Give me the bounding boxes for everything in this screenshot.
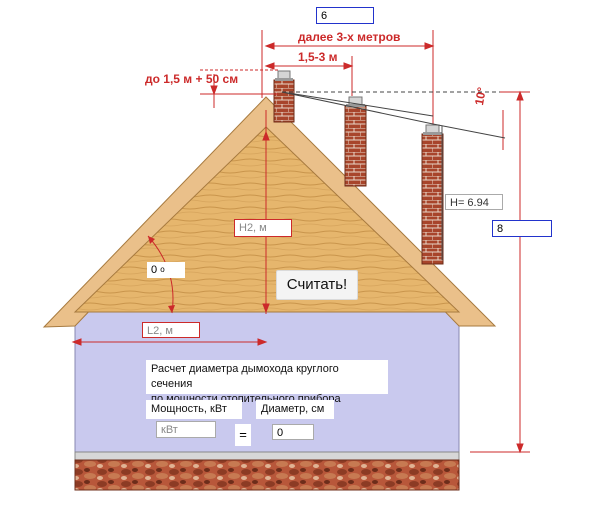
- calc-title-line1: Расчет диаметра дымохода круглого сечени…: [151, 363, 339, 390]
- chimney-1: [273, 70, 295, 123]
- angle-input[interactable]: 0 о: [147, 262, 185, 278]
- chimney-3: [421, 124, 444, 265]
- calculate-button[interactable]: Считать!: [276, 270, 358, 300]
- chimney-2: [344, 96, 367, 187]
- calc-title: Расчет диаметра дымохода круглого сечени…: [146, 360, 388, 405]
- l2-input[interactable]: L2, м: [142, 322, 200, 338]
- slope-lines: [281, 91, 506, 139]
- diameter-output[interactable]: 0: [272, 424, 314, 440]
- up-to-1-5m-label: до 1,5 м + 50 см: [145, 72, 239, 86]
- dimension-lines: [71, 30, 530, 454]
- stone-base: [74, 459, 460, 491]
- further-than-3m-label: далее 3-х метров: [298, 30, 401, 44]
- range-1-5-3m-label: 1,5-3 м: [298, 50, 338, 64]
- power-input[interactable]: кВт: [156, 421, 216, 438]
- foundation: [74, 451, 460, 461]
- diameter-label: Диаметр, см: [256, 400, 334, 419]
- total-height-input[interactable]: 8: [492, 220, 552, 237]
- equals-sign: =: [235, 424, 251, 446]
- angle-unit: о: [160, 265, 165, 274]
- angle-value: 0: [151, 264, 158, 276]
- distance-input[interactable]: 6: [316, 7, 374, 24]
- h2-input[interactable]: H2, м: [234, 219, 292, 237]
- height-result: H= 6.94: [445, 194, 503, 210]
- power-label: Мощность, кВт: [146, 400, 242, 419]
